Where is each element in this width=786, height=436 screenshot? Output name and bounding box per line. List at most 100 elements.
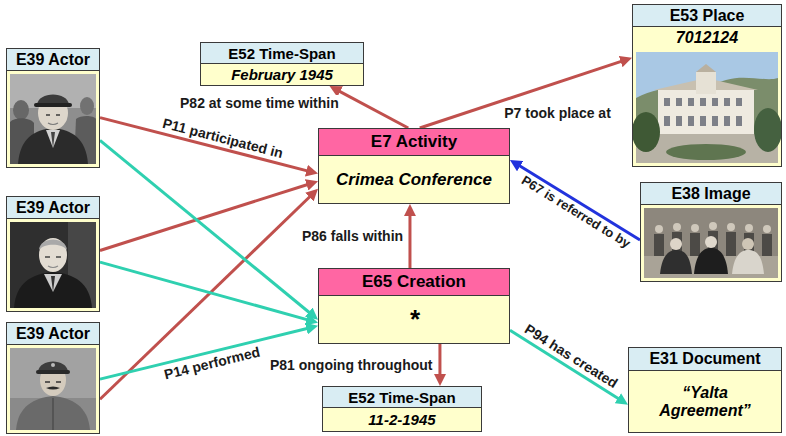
relation-arrow xyxy=(334,88,408,128)
tie xyxy=(51,132,55,148)
portrait xyxy=(10,74,96,164)
class-header: E39 Actor xyxy=(7,197,99,219)
portrait xyxy=(10,348,96,430)
cape xyxy=(14,272,92,308)
background-head xyxy=(80,97,94,115)
activity-box: E7 ActivityCrimea Conference xyxy=(318,128,510,204)
cap-badge xyxy=(51,363,55,367)
property-label: P67 is referred to by xyxy=(517,173,633,252)
instance-body: 11-2-1945 xyxy=(323,408,481,431)
relation-arrow xyxy=(100,140,314,316)
eyes xyxy=(46,114,60,116)
face xyxy=(39,238,67,272)
photo-area xyxy=(7,219,99,311)
sky xyxy=(636,52,778,163)
actor-box: E39 Actor xyxy=(6,48,100,168)
palace-tower xyxy=(696,72,716,94)
collar xyxy=(46,130,60,148)
palace-picture xyxy=(632,52,782,163)
class-header: E52 Time-Span xyxy=(201,43,363,64)
photo-area xyxy=(641,205,781,281)
property-label: P14 performed xyxy=(161,343,262,382)
windows xyxy=(664,98,742,126)
class-name: E52 Time-Span xyxy=(228,45,335,62)
property-label: P82 at some time within xyxy=(179,95,340,111)
class-name: E65 Creation xyxy=(362,272,466,292)
tie xyxy=(51,276,55,292)
photo-mat xyxy=(7,219,99,311)
document-box: E31 Document “Yalta Agreement” xyxy=(628,347,782,433)
photo-area xyxy=(7,71,99,167)
actor-photo xyxy=(7,71,99,167)
class-header: E39 Actor xyxy=(7,49,99,71)
seated-figure xyxy=(660,250,692,274)
class-header: E38 Image xyxy=(641,183,781,205)
time-span-box: E52 Time-Span11-2-1945 xyxy=(322,386,482,432)
actor-photo xyxy=(7,345,99,433)
cap-brim xyxy=(34,103,72,107)
hedge xyxy=(666,144,746,160)
property-label: P11 participated in xyxy=(160,114,286,161)
creation-box: E65 Creation* xyxy=(318,268,510,344)
portrait xyxy=(10,222,96,308)
class-name: E38 Image xyxy=(671,185,750,203)
property-label: P94 has created xyxy=(521,320,621,391)
uniform-seam xyxy=(52,398,54,430)
relation-arrow xyxy=(438,344,441,381)
background-head xyxy=(13,100,29,120)
class-header: E53 Place xyxy=(633,5,781,27)
seated-figure xyxy=(732,250,764,274)
group-picture xyxy=(644,208,778,278)
coat xyxy=(18,128,88,164)
class-name: E7 Activity xyxy=(371,132,457,152)
place-box: E53 Place 7012124 xyxy=(632,4,782,167)
hair xyxy=(39,240,67,251)
relation-arrow xyxy=(408,209,411,268)
photo-mat xyxy=(641,205,781,281)
relation-arrow xyxy=(510,330,624,402)
photo-ground xyxy=(644,208,778,278)
connectors xyxy=(100,59,640,402)
class-name: E39 Actor xyxy=(16,325,90,343)
collar xyxy=(44,274,62,292)
eyes xyxy=(45,256,61,257)
instance-body: February 1945 xyxy=(201,64,363,85)
relation-arrow xyxy=(100,183,313,251)
relation-arrow xyxy=(514,163,640,240)
instance-name: 7012124 xyxy=(676,29,738,47)
instance-body: Crimea Conference xyxy=(319,156,509,203)
class-header: E39 Actor xyxy=(7,323,99,345)
palace-wall xyxy=(658,90,754,134)
photo-area xyxy=(7,345,99,433)
instance-name: February 1945 xyxy=(231,66,333,83)
instance-body: “Yalta Agreement” xyxy=(629,371,781,432)
uniform xyxy=(16,396,90,430)
image-box: E38 Image xyxy=(640,182,782,282)
photo-mat xyxy=(633,49,781,166)
actor-photo xyxy=(7,219,99,311)
image-photo xyxy=(641,205,781,281)
class-header: E31 Document xyxy=(629,348,781,371)
place-photo xyxy=(632,49,782,166)
class-header: E7 Activity xyxy=(319,129,509,156)
time-span-box: E52 Time-SpanFebruary 1945 xyxy=(200,42,364,86)
class-name: E31 Document xyxy=(649,350,760,368)
tree xyxy=(632,112,660,152)
photo-ground xyxy=(10,222,96,308)
class-header: E52 Time-Span xyxy=(323,387,481,408)
class-name: E53 Place xyxy=(670,7,745,25)
cap-brim xyxy=(36,370,70,374)
instance-body: 7012124 xyxy=(633,27,781,49)
seated-figure xyxy=(694,248,728,274)
property-label: P7 took place at xyxy=(503,105,612,121)
relation-arrow xyxy=(420,59,627,128)
class-header: E65 Creation xyxy=(319,269,509,296)
instance-name: Crimea Conference xyxy=(336,170,492,190)
moustache xyxy=(46,387,60,390)
seated-head xyxy=(705,236,717,248)
tower-roof xyxy=(696,64,716,72)
tree xyxy=(754,108,782,152)
mouth xyxy=(48,123,58,125)
